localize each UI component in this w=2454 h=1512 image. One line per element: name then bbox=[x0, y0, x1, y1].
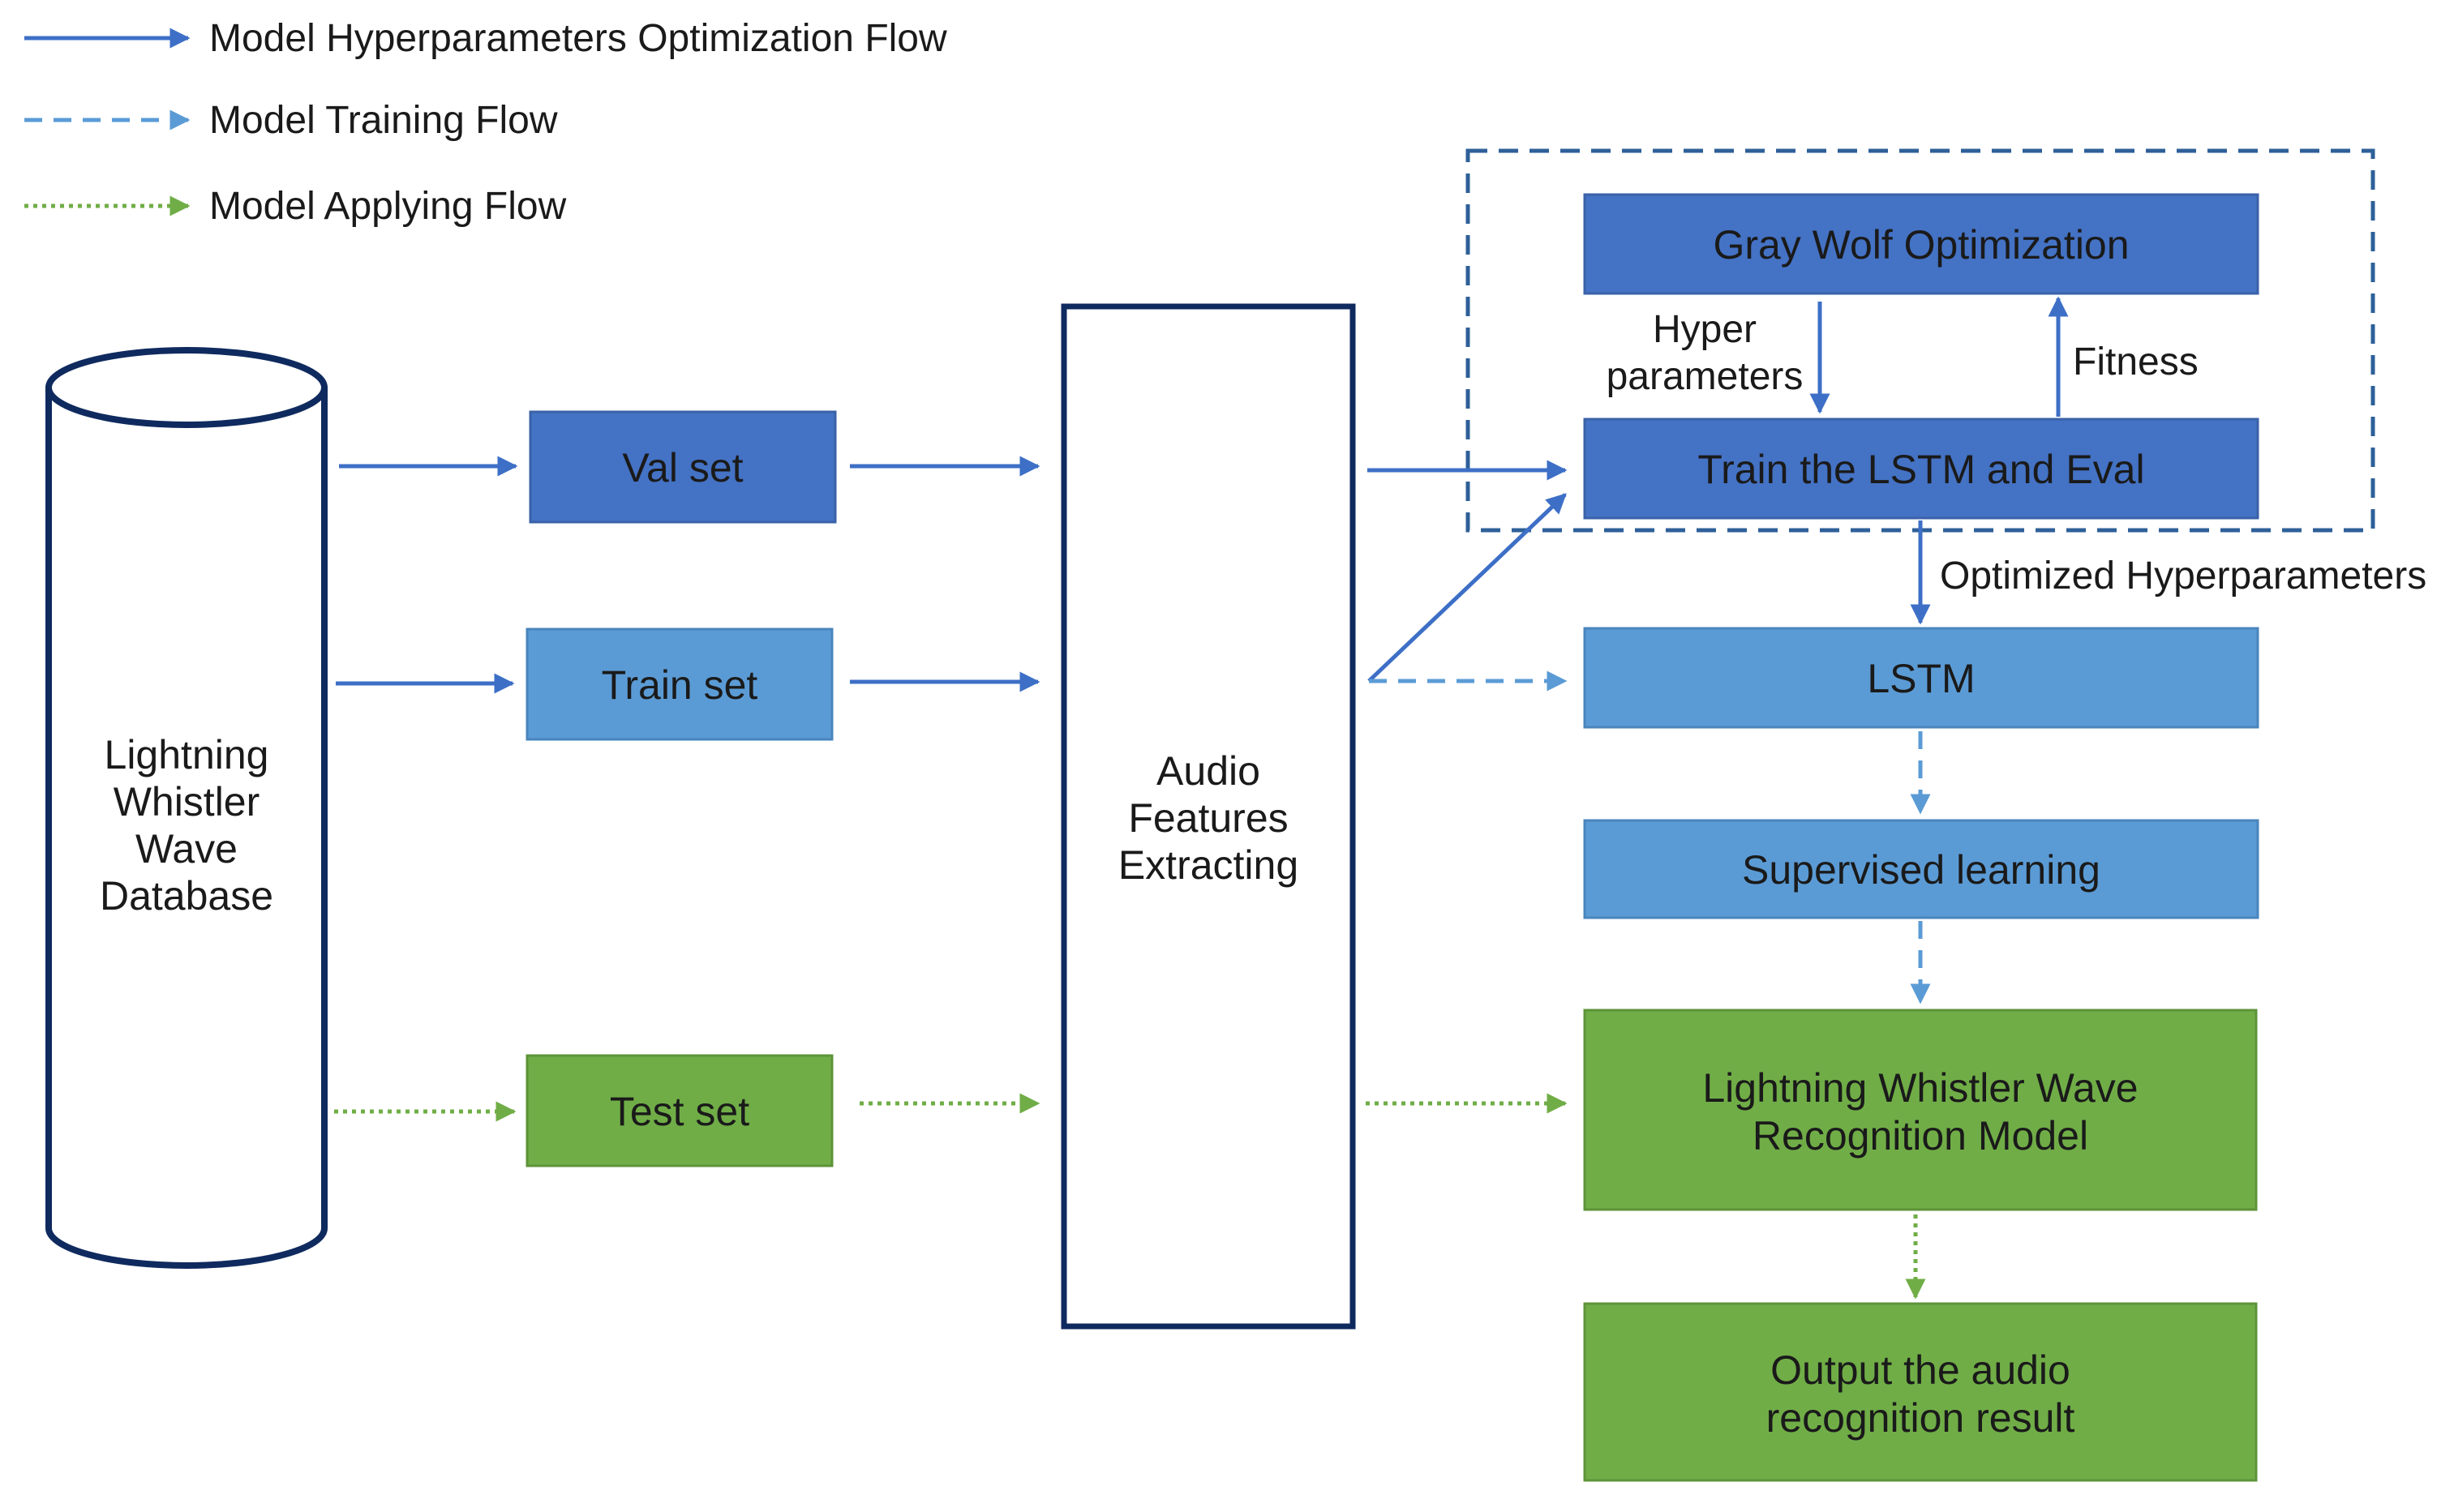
audio-features-line3: Extracting bbox=[1118, 842, 1298, 888]
train-eval-box: Train the LSTM and Eval bbox=[1583, 418, 2259, 520]
output-result-line1: Output the audio bbox=[1770, 1347, 2070, 1393]
audio-features-box: Audio Features Extracting bbox=[1061, 303, 1356, 1330]
test-set-label: Test set bbox=[610, 1089, 749, 1134]
hyperparameters-label-line2: parameters bbox=[1607, 355, 1804, 398]
database-label-line3: Wave bbox=[135, 826, 238, 872]
database-cylinder: Lightning Whistler Wave Database bbox=[45, 347, 328, 1269]
val-set-label: Val set bbox=[622, 445, 743, 490]
train-set-label: Train set bbox=[602, 662, 758, 708]
audio-features-line2: Features bbox=[1128, 795, 1288, 841]
gwo-label: Gray Wolf Optimization bbox=[1713, 222, 2129, 268]
database-label-line4: Database bbox=[100, 873, 273, 919]
output-result-line2: recognition result bbox=[1766, 1395, 2075, 1441]
gwo-box: Gray Wolf Optimization bbox=[1583, 193, 2259, 295]
recognition-model-line2: Recognition Model bbox=[1753, 1113, 2088, 1159]
audio-features-line1: Audio bbox=[1156, 748, 1260, 794]
recognition-model-line1: Lightning Whistler Wave bbox=[1702, 1065, 2138, 1111]
optimized-hyperparameters-label: Optimized Hyperparameters bbox=[1940, 555, 2426, 598]
lstm-box: LSTM bbox=[1583, 627, 2259, 729]
fitness-label: Fitness bbox=[2073, 341, 2199, 383]
output-result-box: Output the audio recognition result bbox=[1583, 1302, 2258, 1482]
arrow-extractor-diagonal-to-train-eval bbox=[1367, 493, 1567, 683]
supervised-learning-label: Supervised learning bbox=[1742, 847, 2100, 893]
val-set-box: Val set bbox=[529, 410, 837, 524]
legend-applying-label: Model Applying Flow bbox=[209, 185, 567, 228]
lstm-label: LSTM bbox=[1867, 656, 1975, 701]
legend: Model Hyperparameters Optimization Flow … bbox=[24, 17, 947, 228]
train-set-box: Train set bbox=[526, 628, 834, 741]
legend-optimization-label: Model Hyperparameters Optimization Flow bbox=[209, 17, 947, 60]
train-eval-label: Train the LSTM and Eval bbox=[1697, 447, 2144, 492]
recognition-model-box: Lightning Whistler Wave Recognition Mode… bbox=[1583, 1009, 2258, 1211]
test-set-box: Test set bbox=[526, 1054, 834, 1167]
database-label-line2: Whistler bbox=[114, 779, 260, 825]
legend-training-label: Model Training Flow bbox=[209, 99, 558, 142]
hyperparameters-label-line1: Hyper bbox=[1653, 308, 1757, 351]
database-label-line1: Lightning bbox=[105, 732, 269, 777]
supervised-learning-box: Supervised learning bbox=[1583, 819, 2259, 919]
